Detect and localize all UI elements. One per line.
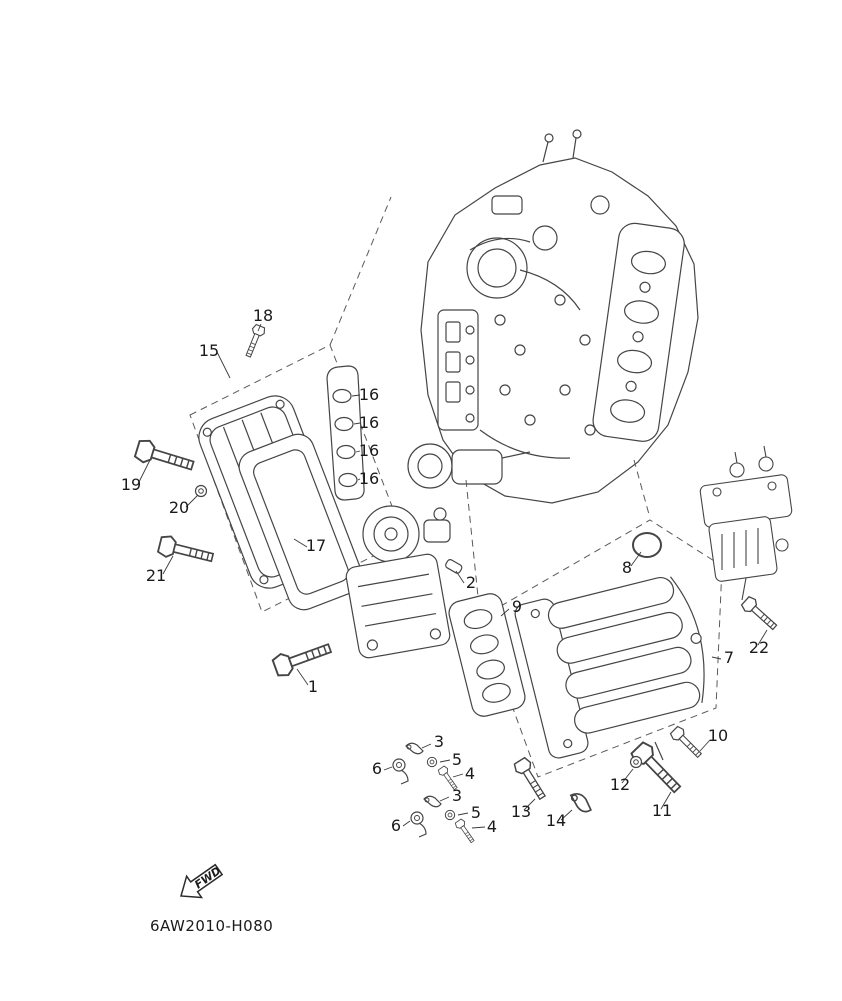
callout-5: 5 — [471, 803, 481, 822]
callout-8: 8 — [622, 558, 632, 577]
clip-3 — [423, 795, 442, 808]
callout-4: 4 — [465, 764, 475, 783]
bolt-22 — [739, 594, 781, 634]
intake-manifold — [514, 576, 705, 761]
manifold-gasket — [448, 593, 526, 717]
grommet-6 — [410, 811, 427, 838]
washer-5 — [426, 756, 438, 768]
callout-4: 4 — [487, 817, 497, 836]
engine-block — [407, 129, 699, 504]
callout-15: 15 — [199, 341, 219, 360]
callout-12: 12 — [610, 775, 630, 794]
callout-13: 13 — [511, 802, 531, 821]
washer-20 — [194, 484, 208, 498]
intake-seal-plate — [326, 365, 365, 501]
seal-16 — [338, 472, 358, 488]
callout-14: 14 — [546, 811, 566, 830]
callout-18: 18 — [253, 306, 273, 325]
junction-bracket — [699, 445, 793, 601]
callout-16: 16 — [359, 469, 379, 488]
callout-20: 20 — [169, 498, 189, 517]
callout-16: 16 — [359, 413, 379, 432]
bolt-11 — [628, 739, 687, 799]
callout-21: 21 — [146, 566, 166, 585]
clip-3 — [405, 742, 424, 755]
bolt-4 — [453, 817, 478, 845]
callout-2: 2 — [466, 573, 476, 592]
callout-16: 16 — [359, 441, 379, 460]
callout-22: 22 — [749, 638, 769, 657]
bolt-21 — [156, 533, 216, 569]
leader-lines — [137, 323, 768, 829]
seal-16 — [334, 416, 354, 432]
throttle-pin — [445, 559, 463, 574]
callout-9: 9 — [512, 597, 522, 616]
callout-3: 3 — [452, 786, 462, 805]
fwd-label: FWD — [192, 864, 223, 891]
o-ring-8 — [632, 532, 662, 558]
callout-6: 6 — [372, 759, 382, 778]
callout-7: 7 — [724, 648, 734, 667]
callout-6: 6 — [391, 816, 401, 835]
callout-16: 16 — [359, 385, 379, 404]
cover-gasket — [238, 433, 364, 611]
callout-19: 19 — [121, 475, 141, 494]
bolt-19 — [133, 437, 197, 478]
washer-12 — [629, 755, 643, 769]
washer-5 — [444, 809, 456, 821]
diagram-code: 6AW2010-H080 — [150, 917, 273, 935]
throttle-body — [345, 505, 463, 659]
seal-16 — [336, 444, 356, 460]
seal-16 — [332, 388, 352, 404]
bolt-1 — [270, 636, 335, 680]
bolt-18 — [241, 323, 267, 360]
callout-5: 5 — [452, 750, 462, 769]
callout-17: 17 — [306, 536, 326, 555]
callout-10: 10 — [708, 726, 728, 745]
callout-1: 1 — [308, 677, 318, 696]
grommet-6 — [392, 758, 409, 785]
callout-11: 11 — [652, 801, 672, 820]
callout-3: 3 — [434, 732, 444, 751]
fwd-arrow: FWD — [180, 863, 224, 899]
bolt-10 — [668, 724, 706, 762]
bolt-13 — [511, 755, 551, 803]
fwd-arrow-icon — [180, 863, 224, 899]
